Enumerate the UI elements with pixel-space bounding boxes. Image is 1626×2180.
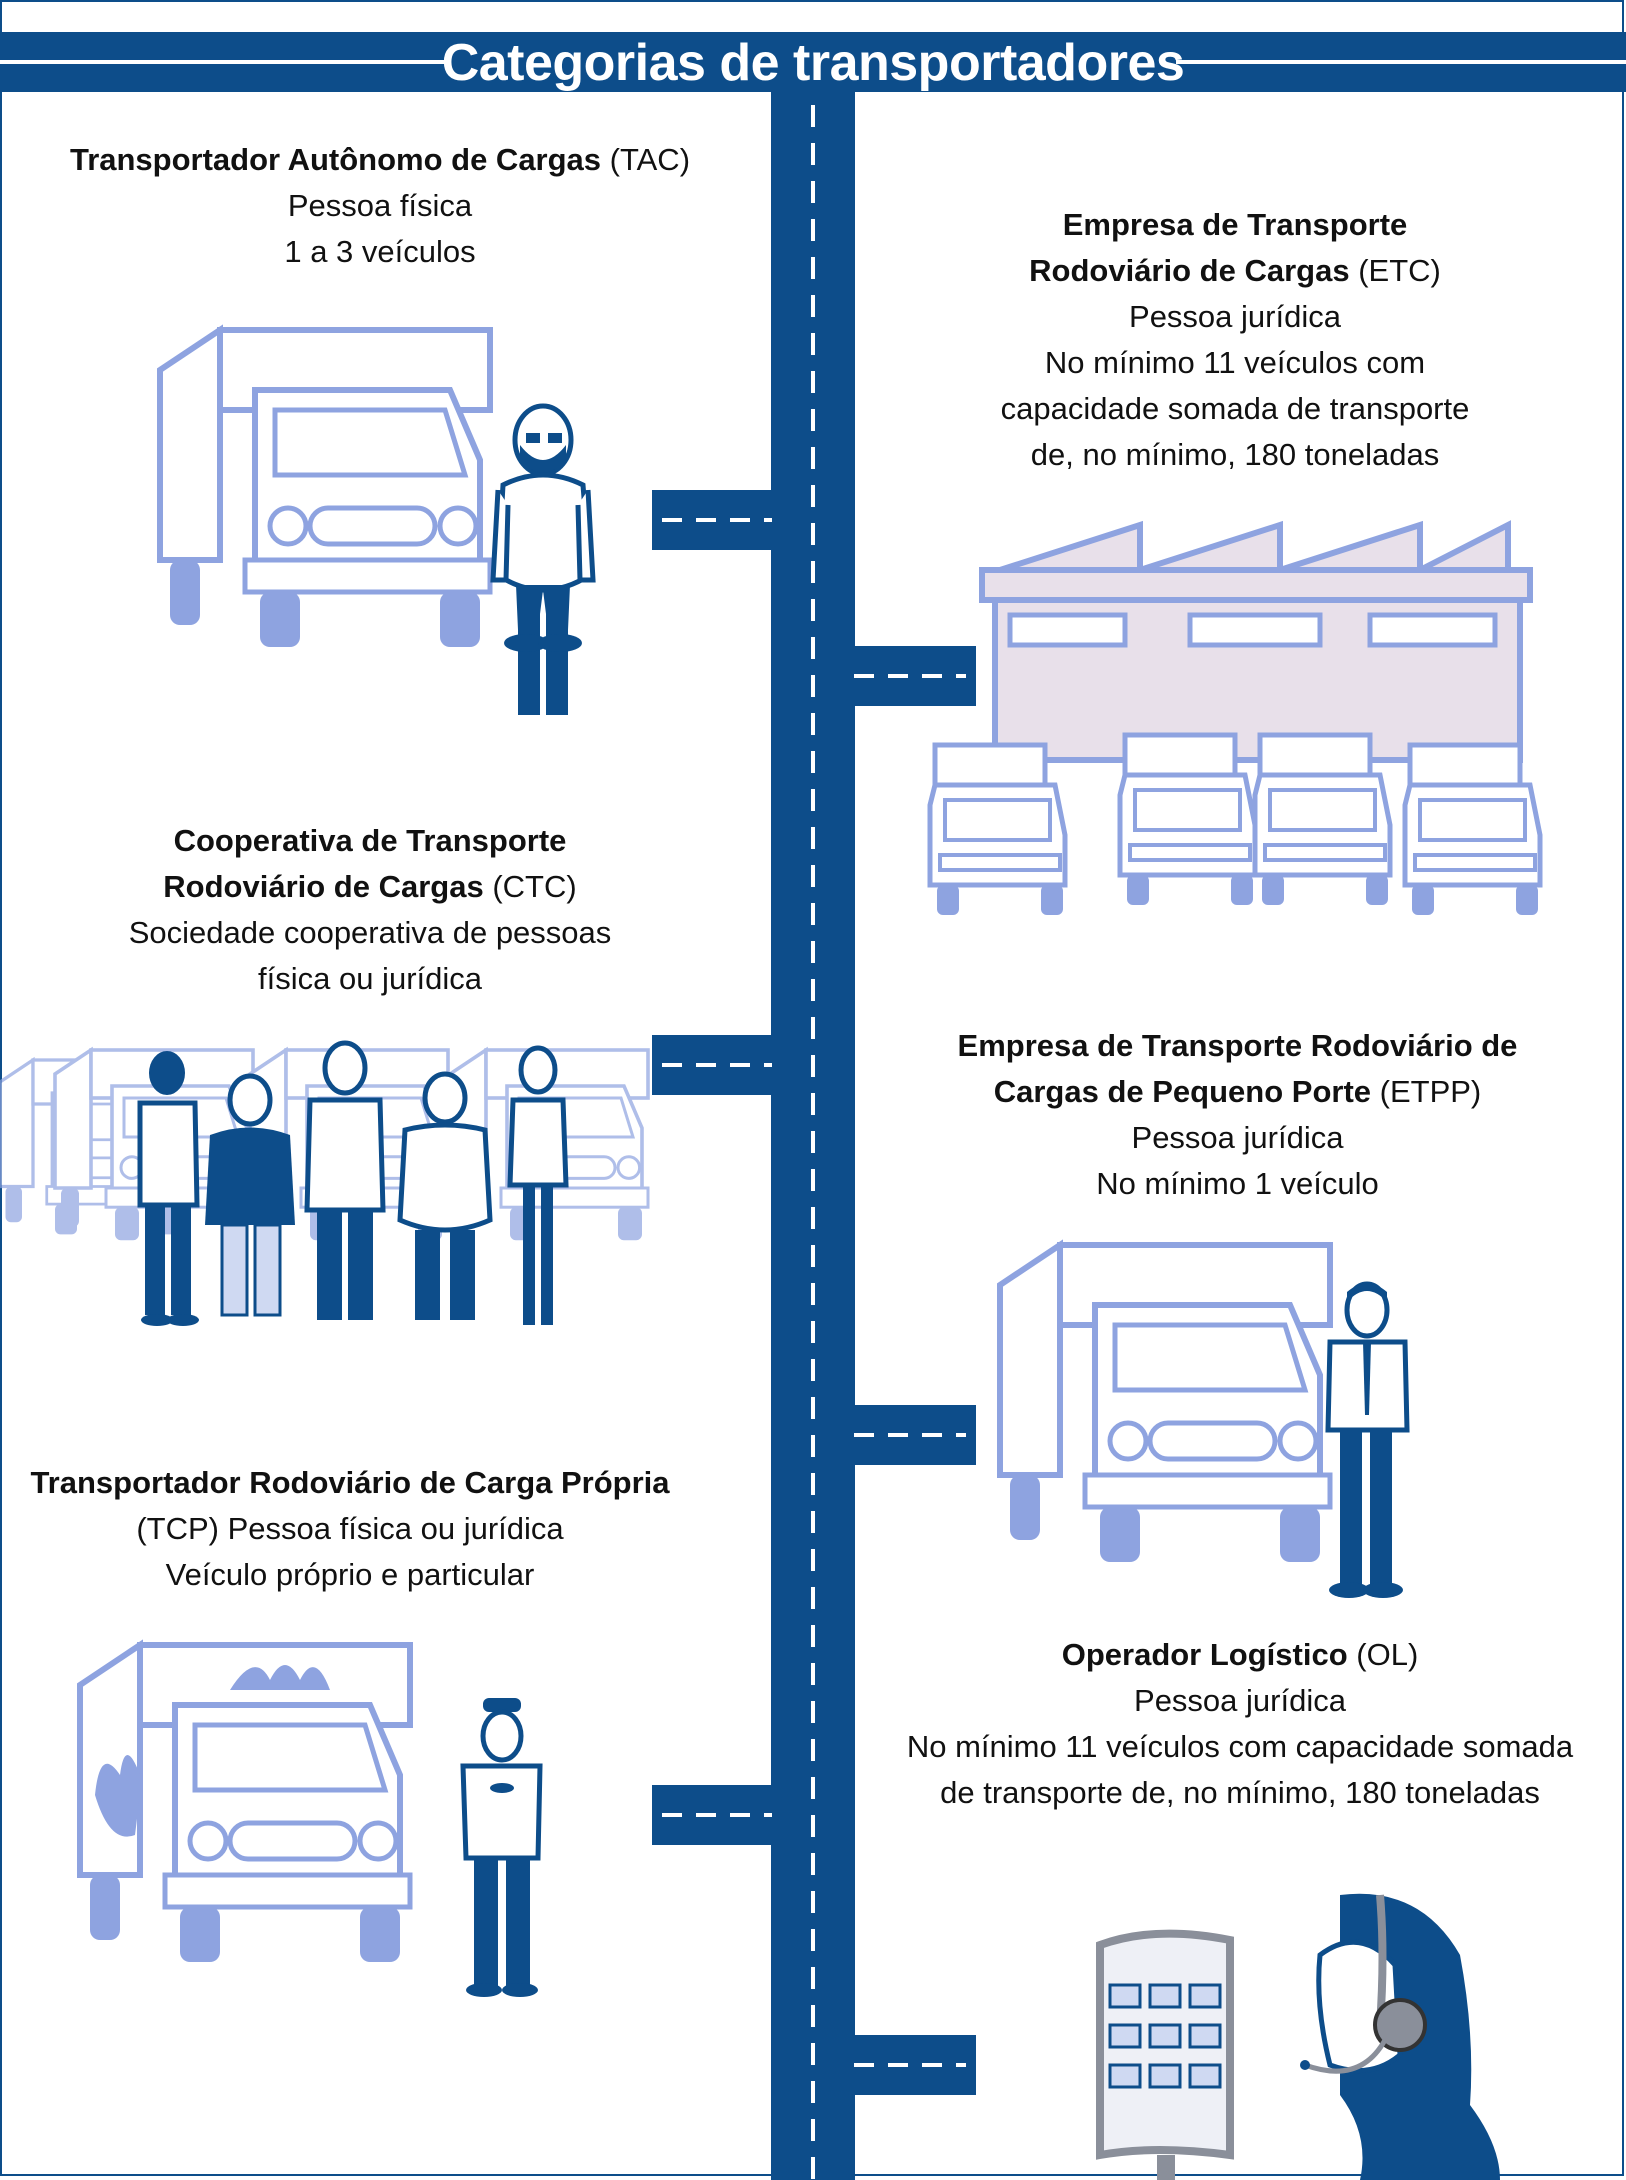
branch-etc — [854, 646, 976, 706]
ol-abbr: (OL) — [1356, 1637, 1419, 1672]
uniformed-worker-icon — [460, 1698, 543, 1997]
category-tcp: Transportador Rodoviário de Carga Própri… — [10, 1460, 690, 1598]
ctc-detail-line1: Sociedade cooperativa de pessoas — [128, 915, 612, 950]
tac-name-line: Transportador Autônomo de Cargas (TAC) — [20, 137, 740, 183]
category-tac: Transportador Autônomo de Cargas (TAC) P… — [20, 137, 740, 275]
category-ol: Operador Logístico (OL) Pessoa jurídica … — [880, 1632, 1600, 1816]
etc-type: Pessoa jurídica — [1129, 299, 1341, 334]
etpp-name-line1: Empresa de Transporte Rodoviário de — [957, 1028, 1518, 1063]
title-rule-right — [1176, 60, 1626, 64]
ol-type: Pessoa jurídica — [1134, 1683, 1346, 1718]
tac-name: Transportador Autônomo de Cargas — [69, 142, 602, 177]
branch-ol — [854, 2035, 976, 2095]
etc-detail-line3: de, no mínimo, 180 toneladas — [1030, 437, 1440, 472]
tcp-name: Transportador Rodoviário de Carga Própri… — [30, 1465, 670, 1500]
etpp-name-line2: Cargas de Pequeno Porte — [993, 1074, 1372, 1109]
ol-detail-line2: de transporte de, no mínimo, 180 tonelad… — [940, 1775, 1540, 1810]
bakery-truck-icon — [80, 1645, 410, 1962]
etc-detail-line1: No mínimo 11 veículos com — [1044, 345, 1426, 380]
ctc-name-line2: Rodoviário de Cargas — [163, 869, 484, 904]
page-title: Categorias de transportadores — [441, 34, 1185, 92]
etc-detail-line2: capacidade somada de transporte — [1000, 391, 1470, 426]
etpp-detail: No mínimo 1 veículo — [1096, 1166, 1379, 1201]
tcp-detail: Veículo próprio e particular — [165, 1557, 535, 1592]
tac-abbr: (TAC) — [609, 142, 691, 177]
title-rule-left — [0, 60, 450, 64]
tac-detail: 1 a 3 veículos — [284, 234, 476, 269]
category-ctc: Cooperativa de Transporte Rodoviário de … — [20, 818, 720, 1002]
cooperative-people-icon — [0, 1040, 650, 1326]
tac-type: Pessoa física — [287, 188, 473, 223]
etc-name-line1: Empresa de Transporte — [1062, 207, 1408, 242]
ol-name: Operador Logístico — [1061, 1637, 1348, 1672]
branch-etpp — [854, 1405, 976, 1465]
category-etpp: Empresa de Transporte Rodoviário de Carg… — [920, 1023, 1555, 1207]
branch-tcp — [652, 1785, 772, 1845]
title-band: Categorias de transportadores — [0, 22, 1626, 102]
tcp-line2: (TCP) Pessoa física ou jurídica — [136, 1511, 564, 1546]
woman-with-headset-icon — [1300, 1893, 1500, 2180]
businessman-icon — [1325, 1281, 1410, 1598]
ctc-name-line1: Cooperativa de Transporte — [173, 823, 567, 858]
etc-name-line2: Rodoviário de Cargas — [1029, 253, 1350, 288]
branch-tac — [652, 490, 772, 550]
branch-ctc — [652, 1035, 772, 1095]
ol-detail-line1: No mínimo 11 veículos com capacidade som… — [906, 1729, 1574, 1764]
monitor-screen-icon — [1096, 1929, 1234, 2180]
warehouse-with-fleet-icon — [930, 520, 1540, 915]
ctc-abbr: (CTC) — [492, 869, 577, 904]
etpp-type: Pessoa jurídica — [1131, 1120, 1344, 1155]
etpp-abbr: (ETPP) — [1379, 1074, 1482, 1109]
category-etc: Empresa de Transporte Rodoviário de Carg… — [960, 202, 1510, 478]
man-with-beard-icon — [490, 403, 596, 715]
etc-abbr: (ETC) — [1358, 253, 1441, 288]
box-truck-icon — [160, 330, 490, 647]
ctc-detail-line2: física ou jurídica — [258, 961, 482, 996]
box-truck-icon — [1000, 1245, 1330, 1562]
